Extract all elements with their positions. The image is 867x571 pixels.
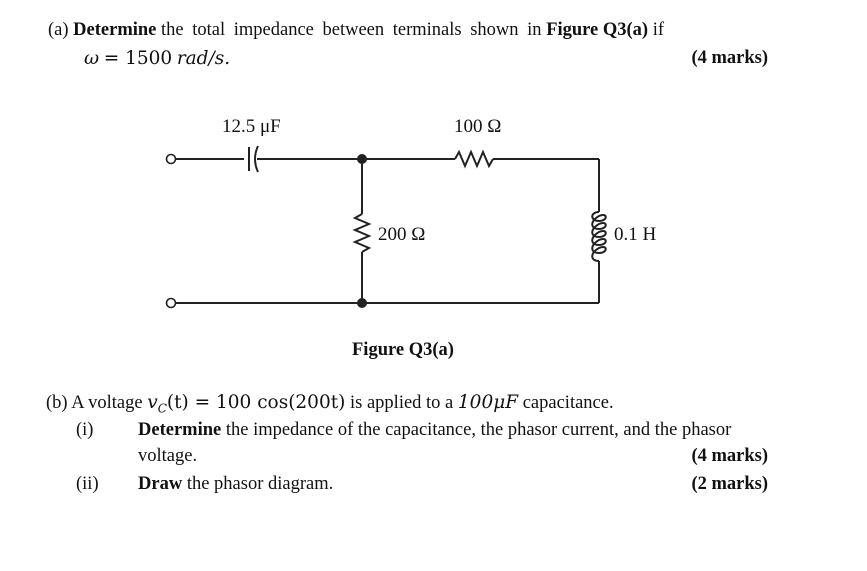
item-i-line-2: voltage.: [138, 446, 198, 466]
terminal-top: [165, 153, 177, 165]
inductor-label: 0.1 H: [614, 224, 657, 245]
capacitance-value: 100μF: [457, 392, 519, 413]
omega-symbol: ω: [84, 48, 100, 69]
shunt-resistor-label: 200 Ω: [378, 224, 425, 245]
item-ii-number: (ii): [76, 474, 99, 494]
part-a-line-1: (a) Determine the total impedance betwee…: [48, 20, 664, 41]
omega-value: = 1500: [103, 48, 173, 69]
series-resistor-label: 100 Ω: [454, 116, 501, 137]
part-b-post: capacitance.: [522, 393, 614, 413]
item-ii-line: Draw the phasor diagram.: [138, 474, 333, 495]
terminal-bottom: [165, 297, 177, 309]
inductor-symbol: [591, 211, 607, 262]
capacitor-label: 12.5 μF: [222, 116, 281, 137]
part-b-line: (b) A voltage vC(t) = 100 cos(200t) is a…: [46, 392, 614, 416]
item-i-marks: (4 marks): [691, 446, 768, 466]
voltage-expression: (t) = 100 cos(200t): [166, 392, 346, 413]
series-resistor-symbol: [454, 149, 494, 169]
capacitor-symbol: [248, 145, 259, 173]
shunt-resistor-symbol: [352, 213, 372, 253]
item-ii-verb: Draw: [138, 474, 183, 494]
omega-unit: rad/s.: [176, 48, 231, 69]
item-i-number: (i): [76, 420, 94, 440]
item-ii-text: the phasor diagram.: [186, 474, 334, 494]
part-a-label: (a): [48, 20, 69, 40]
item-i-line-1: Determine the impedance of the capacitan…: [138, 420, 731, 441]
item-i-text: the impedance of the capacitance, the ph…: [225, 420, 732, 440]
part-a-verb: Determine: [73, 20, 157, 40]
item-i-verb: Determine: [138, 420, 222, 440]
part-b-label: (b): [46, 393, 68, 413]
voltage-subscript: C: [157, 401, 167, 416]
part-a-line-2: ω = 1500 rad/s.: [84, 48, 230, 70]
part-b-mid: is applied to a: [350, 393, 454, 413]
part-a-text: the total impedance between terminals sh…: [161, 20, 542, 40]
part-a-marks: (4 marks): [691, 48, 768, 68]
item-ii-marks: (2 marks): [691, 474, 768, 494]
part-a-if: if: [652, 20, 665, 40]
part-a-figure-ref: Figure Q3(a): [546, 20, 649, 40]
voltage-symbol: v: [147, 392, 158, 413]
figure-caption: Figure Q3(a): [352, 340, 454, 360]
part-b-pre: A voltage: [71, 393, 143, 413]
